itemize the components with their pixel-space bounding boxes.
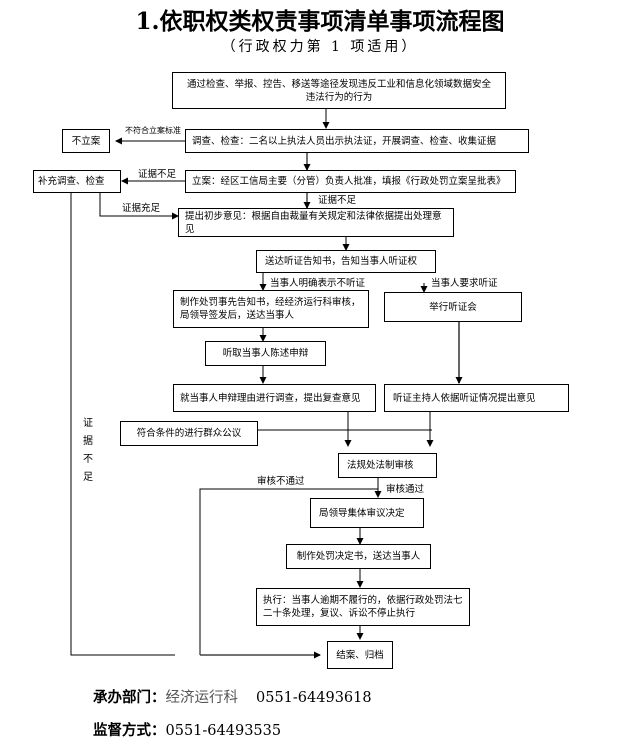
node-close: 结案、归档 <box>327 641 393 669</box>
node-hold-hearing: 举行听证会 <box>384 292 522 322</box>
label-review-pass: 审核通过 <box>386 484 425 495</box>
edge-supplement-close <box>70 193 175 656</box>
node-execute: 执行：当事人逾期不履行的，依据行政处罚法七二十条处理，复议、诉讼不停止执行 <box>256 588 470 626</box>
label-no-hearing: 当事人明确表示不听证 <box>270 278 366 289</box>
label-not-meet-standard: 不符合立案标准 <box>125 126 181 135</box>
node-discover: 通过检查、举报、控告、移送等途径发现违反工业和信息化领域数据安全违法行为的行为 <box>172 72 506 109</box>
node-supplement: 补充调查、检查 <box>33 170 121 193</box>
footer-supervision: 监督方式：0551-64493535 <box>93 719 281 740</box>
node-pre-notice: 制作处罚事先告知书，经经济运行科审核，局领导签发后，送达当事人 <box>173 290 369 328</box>
dept-phone: 0551-64493618 <box>256 690 372 706</box>
page-subtitle: （行政权力第 1 项适用） <box>221 39 419 55</box>
label-sufficient: 证据充足 <box>122 203 161 214</box>
edge-review-fail <box>199 488 378 655</box>
node-hearing-opinion: 听证主持人依据听证情况提出意见 <box>384 384 569 412</box>
footer-department: 承办部门：经济运行科 0551-64493618 <box>93 686 372 707</box>
dept-name: 经济运行科 <box>165 690 239 706</box>
label-review-fail: 审核不通过 <box>257 476 305 487</box>
supervise-phone: 0551-64493535 <box>165 723 282 739</box>
node-legal-review: 法规处法制审核 <box>338 453 437 478</box>
dept-label: 承办部门： <box>93 689 166 706</box>
edge-supplement-preliminary <box>99 193 179 220</box>
page-title: 1.依职权类权责事项清单事项流程图 <box>135 8 505 35</box>
node-review-defense: 就当事人申辩理由进行调查，提出复查意见 <box>173 384 376 412</box>
node-public-review: 符合条件的进行群众公议 <box>120 421 258 446</box>
node-not-filed: 不立案 <box>62 129 110 153</box>
node-collective: 局领导集体审议决定 <box>310 498 424 528</box>
node-investigate: 调查、检查：二名以上执法人员出示执法证，开展调查、检查、收集证据 <box>185 129 529 153</box>
label-insufficient-vertical: 证 据 不 足 <box>83 418 93 483</box>
label-request-hearing: 当事人要求听证 <box>431 278 498 289</box>
node-file-case: 立案：经区工信局主要（分管）负责人批准，填报《行政处罚立案呈批表》 <box>185 170 516 193</box>
node-hearing-notice: 送达听证告知书，告知当事人听证权 <box>256 250 436 273</box>
node-hear-defense: 听取当事人陈述申辩 <box>205 341 326 366</box>
label-insufficient-1: 证据不足 <box>138 169 177 180</box>
node-preliminary: 提出初步意见：根据自由裁量有关规定和法律依据提出处理意见 <box>178 208 454 237</box>
node-decision: 制作处罚决定书，送达当事人 <box>286 544 431 569</box>
label-insufficient-2: 证据不足 <box>318 195 357 206</box>
supervise-label: 监督方式： <box>93 722 166 739</box>
